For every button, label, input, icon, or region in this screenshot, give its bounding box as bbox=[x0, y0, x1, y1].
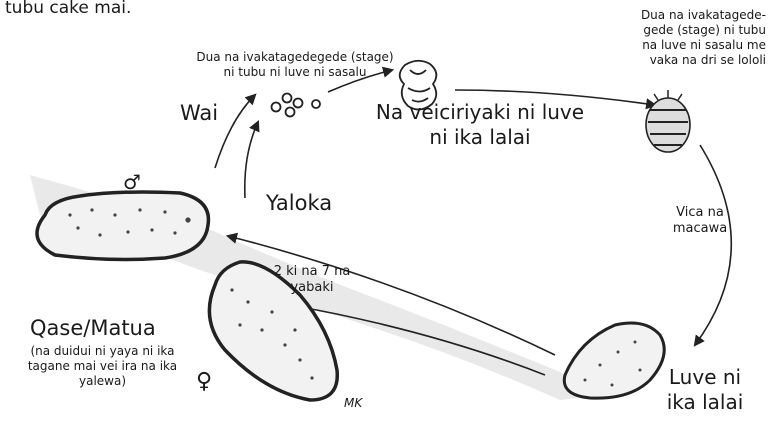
label-adult-note: (na duidui ni yaya ni ika tagane mai vei… bbox=[5, 344, 200, 389]
egg-cluster-icon bbox=[272, 94, 321, 117]
label-yaloka: Yaloka bbox=[266, 190, 332, 216]
top-caption: tubu cake mai. bbox=[5, 0, 131, 19]
label-egg-stage: Dua na ivakatagedegede (stage) ni tubu n… bbox=[195, 50, 395, 80]
arrow-adult-to-eggs bbox=[215, 95, 255, 168]
label-weeks: Vica na macawa bbox=[665, 205, 735, 238]
female-symbol: ♀ bbox=[196, 368, 212, 396]
label-juvenile: Luve ni ika lalai bbox=[650, 365, 760, 415]
artist-signature: MK bbox=[344, 396, 362, 411]
label-adult-larva-stage: Dua na ivakatagede- gede (stage) ni tubu… bbox=[590, 8, 766, 68]
arrow-eggs-up bbox=[245, 122, 258, 198]
pelagic-larva-icon bbox=[646, 90, 690, 152]
label-years: 2 ki na 7 na yabaki bbox=[262, 264, 362, 297]
adult-male-sea-cucumber-icon bbox=[37, 192, 208, 259]
male-symbol: ♂ bbox=[123, 170, 141, 195]
label-larvae-title: Na veiciriyaki ni luve ni ika lalai bbox=[360, 100, 600, 150]
label-wai: Wai bbox=[180, 100, 218, 126]
label-adult-title: Qase/Matua bbox=[30, 315, 156, 341]
arrow-pelagic-to-juvenile bbox=[695, 145, 731, 345]
